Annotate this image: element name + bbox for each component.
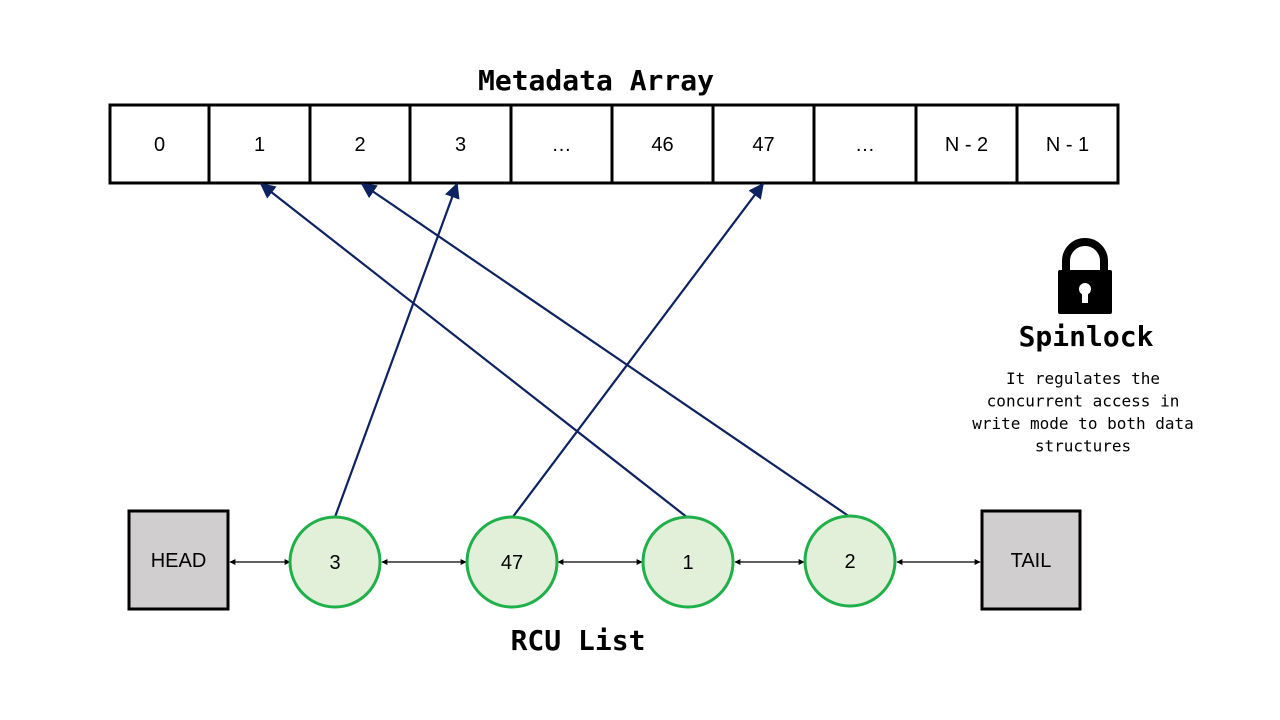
array-cell-label: 1 [254,134,265,156]
array-cell-label: 3 [455,134,466,156]
list-node: 47 [465,515,559,609]
spinlock-description-line: structures [1035,437,1131,456]
lock-icon [1058,238,1112,314]
array-cell: … [812,103,918,185]
pointer-arrow [511,182,764,519]
array-cell-label: 46 [651,134,673,156]
spinlock-description-line: It regulates the [1006,369,1160,388]
pointer-arrow [259,183,689,519]
array-cell: … [509,103,614,185]
pointer-arrow [333,182,460,518]
array-cell: N - 1 [1015,103,1120,185]
metadata-array: 0 1 2 3 … 46 47 … N - 2 N - 1 [108,103,1120,185]
tail-label: TAIL [1011,550,1052,572]
array-title: Metadata Array [478,64,714,97]
array-cell: 0 [108,103,211,185]
array-cell-label: … [552,134,572,156]
list-title: RCU List [511,624,646,657]
array-cell: 3 [408,103,513,185]
list-node-label: 3 [329,552,340,574]
list-node-label: 1 [682,552,693,574]
spinlock-description-line: concurrent access in [987,392,1180,411]
list-node-label: 47 [501,552,523,574]
array-cell-label: 2 [354,134,365,156]
pointer-arrow [360,183,851,518]
list-node: 1 [641,515,735,609]
spinlock-title: Spinlock [1019,320,1154,353]
array-cell: 46 [610,103,715,185]
pointer-arrows [259,182,851,519]
array-cell: N - 2 [914,103,1019,185]
array-cell-label: N - 2 [945,134,988,156]
array-cell-label: … [855,134,875,156]
list-nodes: 3 47 1 2 [288,514,897,609]
head-label: HEAD [151,550,207,572]
list-head: HEAD [127,509,230,611]
list-tail: TAIL [980,509,1082,611]
spinlock-description-line: write mode to both data [972,414,1194,433]
array-cell: 2 [308,103,412,185]
list-node: 3 [288,515,382,609]
array-cell-label: N - 1 [1046,134,1089,156]
array-cell: 47 [711,103,816,185]
list-node: 2 [803,514,897,608]
list-node-label: 2 [844,551,855,573]
array-cell: 1 [207,103,312,185]
spinlock-description: It regulates the concurrent access in writ… [972,369,1194,456]
array-cell-label: 0 [154,134,165,156]
array-cell-label: 47 [752,134,774,156]
